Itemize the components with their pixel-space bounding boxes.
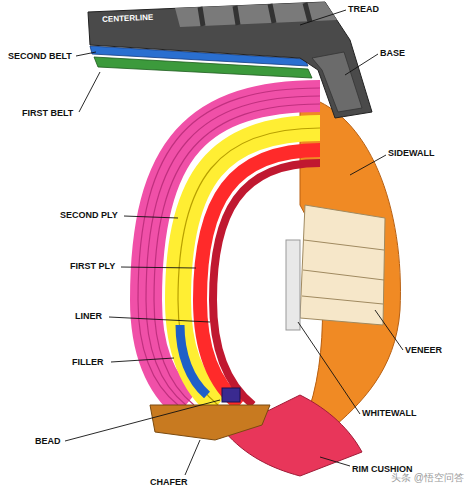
tread-grooves [200,3,310,26]
leader-line [111,358,174,362]
tread-shape [88,2,372,118]
part-label: BASE [380,48,405,59]
leader-line [121,267,196,268]
outer-ply-band [146,96,320,405]
chafer-shape [150,405,270,440]
veneer-shape [300,205,385,325]
leader-line [65,400,220,441]
part-label: SIDEWALL [388,148,435,159]
veneer-lines [302,240,384,304]
part-label: FIRST PLY [70,261,115,272]
liner-band [213,163,320,405]
part-label: FILLER [72,357,104,368]
part-label: SECOND BELT [8,51,72,62]
part-label: VENEER [405,345,442,356]
ply-layers [138,88,320,405]
whitewall-shape [286,240,300,330]
part-label: SECOND PLY [60,210,118,221]
second-ply-band [178,128,320,405]
leader-line [345,54,378,75]
ply-stripe [138,88,320,405]
tread-face [175,2,337,27]
part-label: WHITEWALL [362,408,417,419]
ply-stripe [146,96,320,405]
leader-line [350,155,386,175]
leader-line [320,457,350,466]
leader-line [375,310,403,350]
filler-shape [180,325,207,395]
part-label: CHAFER [150,477,188,488]
leader-line [298,322,360,414]
centerline-label: CENTERLINE [102,12,154,25]
leader-line [76,52,96,56]
part-label: TREAD [348,4,379,15]
first-ply-band [200,150,320,405]
part-label: LINER [75,311,102,322]
part-label: FIRST BELT [22,108,73,119]
ply-stripe [154,104,320,405]
first-belt-shape [94,57,312,78]
leader-line [300,10,346,25]
base-shape [312,52,362,112]
leader-line [109,317,210,322]
ply-stripe [178,128,320,405]
part-label: BEAD [35,436,61,447]
bead-shape [222,388,240,402]
leader-line [185,440,200,475]
leader-line [79,72,100,112]
watermark: 头条 @悟空问答 [391,472,464,483]
leader-lines [65,10,403,475]
leader-line [124,216,178,218]
